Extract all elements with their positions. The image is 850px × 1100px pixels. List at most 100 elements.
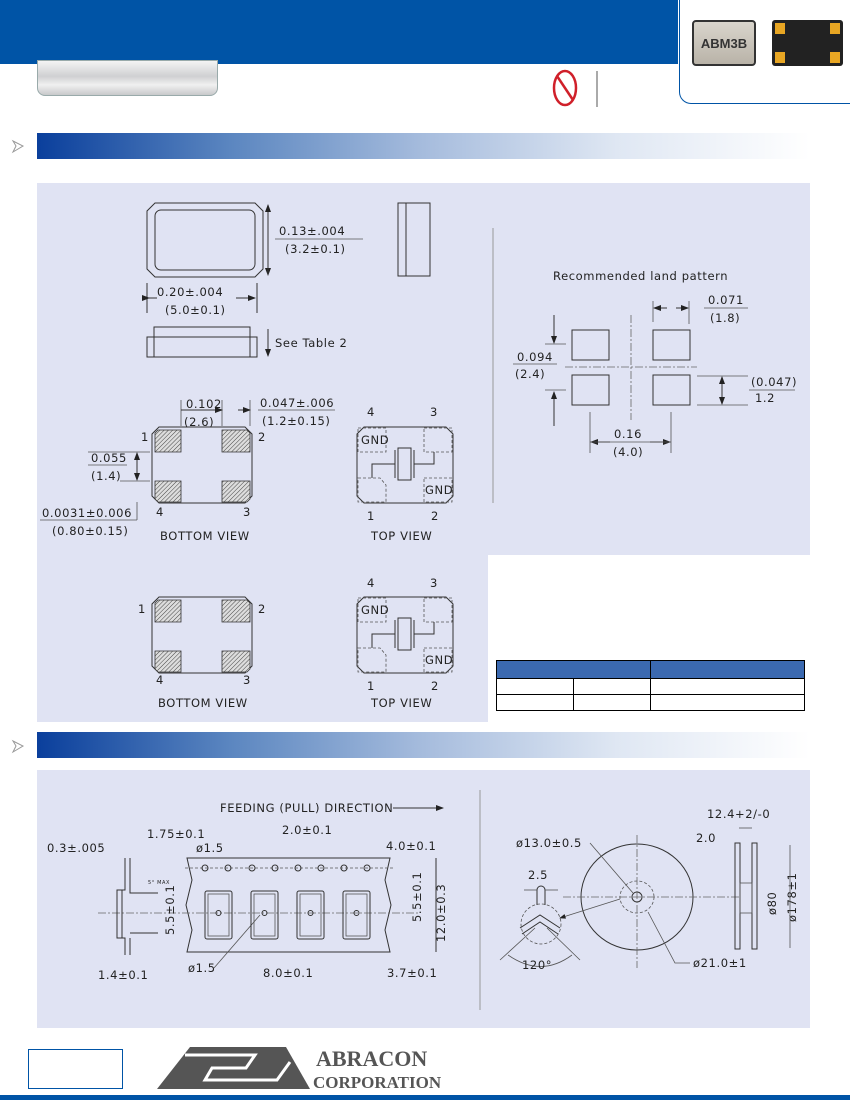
abracon-logo: ABRACON CORPORATION — [157, 1046, 442, 1092]
top-view-label: TOP VIEW — [370, 696, 432, 710]
dim-width-mm: (5.0±0.1) — [165, 303, 226, 317]
header-bar — [0, 0, 678, 64]
sprocket-hole — [317, 864, 325, 872]
land-pattern-drawing: Recommended land pattern 0.071 (1.8) 0.0… — [492, 228, 797, 503]
chip-pad — [775, 23, 785, 34]
dim-pocket-center: 5.5±0.1 — [163, 885, 177, 935]
section-bar-dimensions — [37, 133, 810, 159]
pin-label: 3 — [430, 405, 438, 419]
dim-land-span-x-in: 0.16 — [614, 427, 642, 441]
dim-land-span-y-in: 0.094 — [517, 350, 553, 364]
packaging-panel — [37, 770, 810, 1028]
dim-key-width: 2.5 — [528, 868, 548, 882]
table-cell — [650, 694, 805, 711]
sprocket-hole — [294, 864, 302, 872]
dim-max-angle: 5° MAX — [148, 880, 170, 886]
bottom-top-views-alt: 1 2 4 3 BOTTOM VIEW GND GND 4 3 1 2 TOP … — [138, 576, 454, 710]
pin-label: 4 — [367, 405, 375, 419]
pin-label: 3 — [243, 505, 251, 519]
pin-label: 3 — [430, 576, 438, 590]
dim-pad-pitch-mm: (2.6) — [184, 415, 214, 429]
dim-land-span-y-mm: (2.4) — [515, 367, 545, 381]
dim-pocket-depth: 1.4±0.1 — [98, 968, 148, 982]
sprocket-hole — [201, 864, 209, 872]
triangle-arrow-icon — [11, 739, 25, 754]
pin-label: 4 — [367, 576, 375, 590]
tape-pocket — [250, 890, 279, 940]
logo-text: ABRACON — [316, 1046, 427, 1071]
pin-label: 2 — [431, 679, 439, 693]
dim-hole-pitch: 4.0±0.1 — [386, 839, 436, 853]
gnd-label: GND — [425, 483, 453, 497]
dim-height-mm: (3.2±0.1) — [285, 242, 346, 256]
table-row — [496, 678, 805, 695]
section-bar-packaging — [37, 732, 810, 758]
table-row — [496, 694, 805, 711]
table-cell — [573, 678, 651, 695]
dim-tape-thickness: 0.3±.005 — [47, 841, 105, 855]
dim-pad-pitch-in: 0.102 — [186, 397, 222, 411]
gnd-label: GND — [361, 603, 389, 617]
table-cell — [573, 694, 651, 711]
chip-label: ABM3B — [700, 35, 748, 51]
land-pattern-title: Recommended land pattern — [553, 269, 728, 283]
dim-land-height-mm: 1.2 — [755, 391, 775, 405]
bottom-view-label: BOTTOM VIEW — [158, 696, 248, 710]
dim-reel-diameter: ø178±1 — [785, 872, 799, 922]
pin-label: 2 — [258, 430, 266, 444]
dim-reel-width: 12.4+2/-0 — [707, 807, 770, 821]
dim-pad-gap-in: 0.0031±0.006 — [42, 506, 132, 520]
dim-pocket-width: 3.7±0.1 — [387, 966, 437, 980]
dim-land-span-x-mm: (4.0) — [613, 445, 643, 459]
pin-label: 4 — [156, 505, 164, 519]
dim-pocket-pitch: 8.0±0.1 — [263, 966, 313, 980]
no-lead-pb-free-icon — [552, 69, 578, 107]
pin-label: 4 — [156, 673, 164, 687]
tape-pocket — [296, 890, 325, 940]
feeding-direction-label: FEEDING (PULL) DIRECTION — [220, 801, 393, 815]
dim-hub: ø80 — [765, 892, 779, 915]
part-number-tab — [37, 60, 218, 96]
top-view-label: TOP VIEW — [370, 529, 432, 543]
pin-label: 2 — [258, 602, 266, 616]
dim-pad-height-in: 0.055 — [91, 451, 127, 465]
dim-hub-hole: ø13.0±0.5 — [516, 836, 582, 850]
pin-label: 1 — [138, 602, 146, 616]
dimensions-panel-lower — [37, 555, 488, 722]
chip-top-photo: ABM3B — [692, 20, 756, 66]
dim-land-width-mm: (1.8) — [710, 311, 740, 325]
logo-subtext: CORPORATION — [313, 1073, 442, 1092]
sprocket-hole — [363, 864, 371, 872]
pin-label: 3 — [243, 673, 251, 687]
gnd-label: GND — [425, 653, 453, 667]
pin-label: 1 — [141, 430, 149, 444]
chip-bottom-photo — [772, 20, 843, 66]
dim-hole-to-pocket: 2.0±0.1 — [282, 823, 332, 837]
tape-pocket — [204, 890, 233, 940]
dim-hole-offset: 1.75±0.1 — [147, 827, 205, 841]
dim-height-in: 0.13±.004 — [279, 224, 345, 238]
sprocket-hole — [248, 864, 256, 872]
dim-land-height-in: (0.047) — [751, 375, 797, 389]
sprocket-hole — [271, 864, 279, 872]
table-cell — [496, 694, 574, 711]
dim-flange: 2.0 — [696, 831, 716, 845]
dim-key-angle: 120° — [522, 958, 552, 972]
sprocket-hole — [224, 864, 232, 872]
pin-label: 2 — [431, 509, 439, 523]
dim-pad-width-mm: (1.2±0.15) — [262, 414, 331, 428]
tape-pocket — [342, 890, 371, 940]
reel-drawing: 12.4+2/-0 2.0 ø13.0±0.5 2.5 ø80 ø178±1 1… — [499, 807, 799, 972]
chip-pad — [830, 23, 840, 34]
dim-hub-diameter: ø21.0±1 — [693, 956, 747, 970]
thickness-table — [496, 660, 805, 711]
dim-width-in: 0.20±.004 — [157, 285, 223, 299]
footer-bar — [0, 1095, 850, 1100]
sprocket-hole — [340, 864, 348, 872]
dim-sprocket-hole: ø1.5 — [196, 841, 224, 855]
gnd-label: GND — [361, 433, 389, 447]
dim-tape-width: 12.0±0.3 — [434, 884, 448, 942]
page-number-box — [28, 1049, 123, 1089]
package-top-outline: 0.13±.004 (3.2±0.1) 0.20±.004 (5.0±0.1) … — [142, 202, 431, 358]
